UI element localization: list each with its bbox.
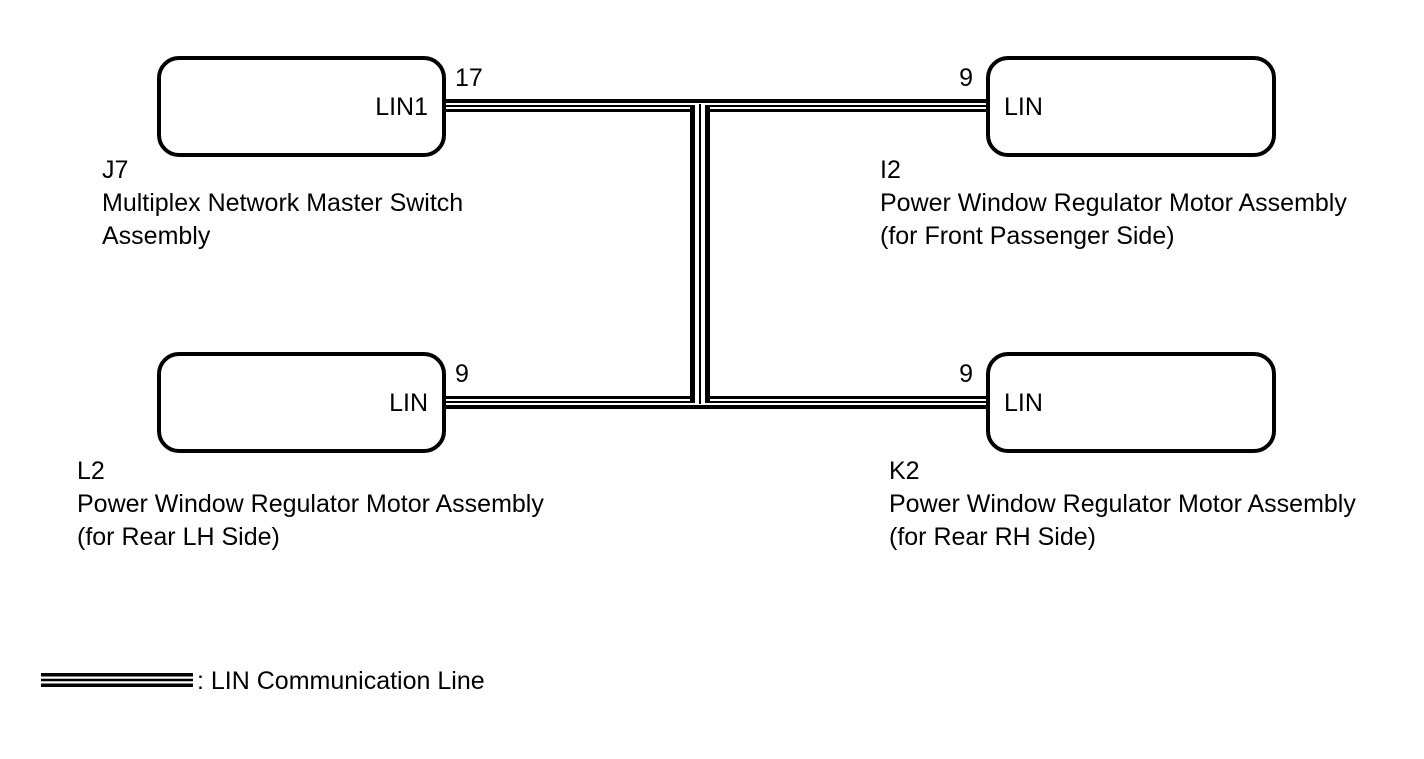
k2-pin-label: LIN [1004,389,1043,417]
legend: : LIN Communication Line [41,667,485,695]
i2-name-line-1: Power Window Regulator Motor Assembly [880,189,1347,217]
l2-pin-number: 9 [455,360,469,388]
k2-box [986,352,1276,453]
j7-name-line-1: Multiplex Network Master Switch [102,189,463,217]
component-j7: LIN1 17 J7 Multiplex Network Master Swit… [102,56,483,250]
component-i2: LIN 9 I2 Power Window Regulator Motor As… [880,56,1347,250]
legend-label: : LIN Communication Line [197,667,485,695]
i2-pin-number: 9 [959,64,973,92]
j7-code: J7 [102,156,128,184]
l2-box [157,352,446,453]
l2-code: L2 [77,457,105,485]
l2-name-line-2: (for Rear LH Side) [77,523,280,551]
i2-code: I2 [880,156,901,184]
k2-pin-number: 9 [959,360,973,388]
lin-bus-lines [444,99,988,409]
l2-pin-label: LIN [389,389,428,417]
component-k2: LIN 9 K2 Power Window Regulator Motor As… [889,352,1356,551]
j7-box [157,56,446,157]
k2-name-line-2: (for Rear RH Side) [889,523,1096,551]
i2-pin-label: LIN [1004,93,1043,121]
i2-name-line-2: (for Front Passenger Side) [880,222,1175,250]
j7-pin-number: 17 [455,64,483,92]
j7-pin-label: LIN1 [375,93,428,121]
component-l2: LIN 9 L2 Power Window Regulator Motor As… [77,352,544,551]
k2-name-line-1: Power Window Regulator Motor Assembly [889,490,1356,518]
j7-name-line-2: Assembly [102,222,211,250]
k2-code: K2 [889,457,920,485]
i2-box [986,56,1276,157]
l2-name-line-1: Power Window Regulator Motor Assembly [77,490,544,518]
